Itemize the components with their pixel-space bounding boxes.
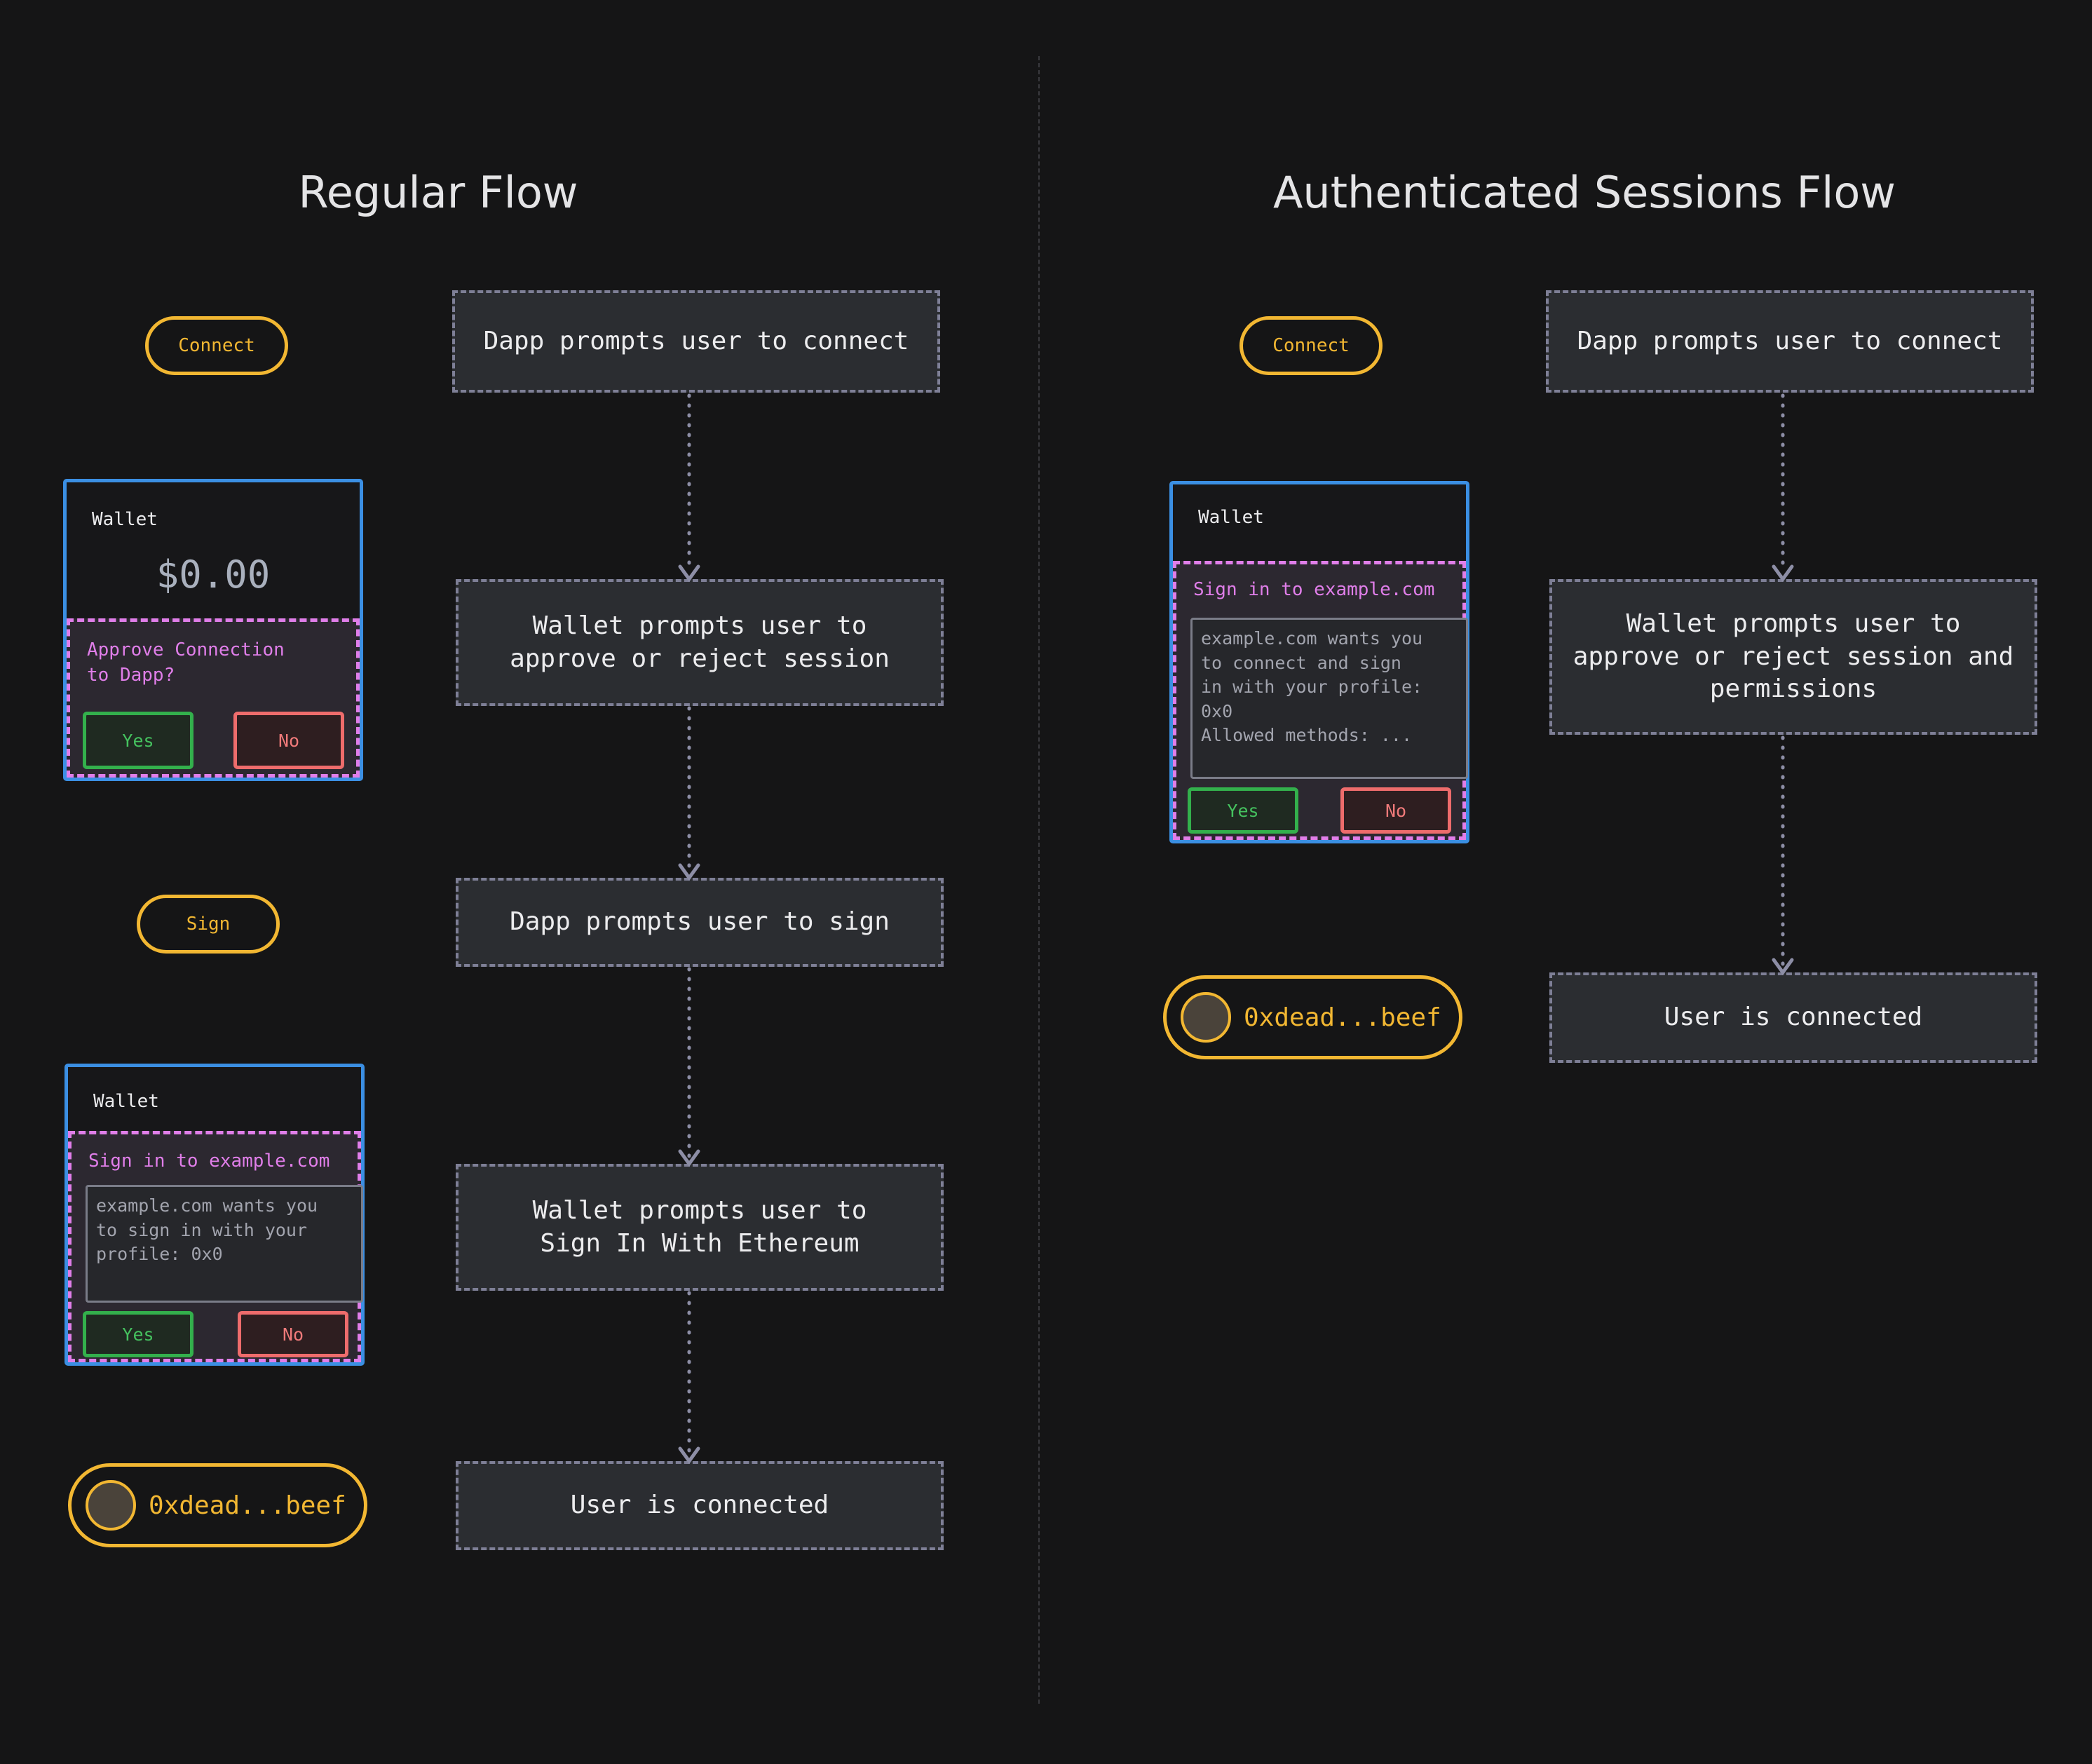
- step-wallet-siwe: Wallet prompts user to Sign In With Ethe…: [456, 1164, 944, 1291]
- arrow-head-icon: [678, 863, 700, 881]
- no-button[interactable]: No: [1340, 787, 1451, 834]
- step-user-connected: User is connected: [1549, 972, 2037, 1063]
- sign-in-title: Sign in to example.com: [88, 1151, 330, 1172]
- wallet-header: Wallet: [92, 509, 158, 530]
- sign-in-prompt: Sign in to example.com example.com wants…: [68, 1131, 363, 1362]
- avatar-circle-icon: [1181, 992, 1231, 1043]
- connected-account[interactable]: 0xdead...beef: [1163, 975, 1462, 1059]
- yes-button[interactable]: Yes: [1188, 787, 1298, 834]
- yes-button[interactable]: Yes: [83, 712, 193, 769]
- connect-button[interactable]: Connect: [145, 316, 288, 375]
- step-wallet-approve-session-permissions: Wallet prompts user to approve or reject…: [1549, 579, 2037, 735]
- step-user-connected: User is connected: [456, 1461, 944, 1550]
- arrow-head-icon: [678, 564, 700, 583]
- arrow-head-icon: [1772, 564, 1794, 583]
- wallet-header: Wallet: [93, 1091, 159, 1112]
- wallet-sign-in: Wallet Sign in to example.com example.co…: [64, 1064, 365, 1366]
- arrow-head-icon: [678, 1149, 700, 1167]
- auth-sign-in-title: Sign in to example.com: [1193, 579, 1435, 600]
- account-address: 0xdead...beef: [1244, 1003, 1441, 1032]
- step-wallet-approve-session: Wallet prompts user to approve or reject…: [456, 579, 944, 706]
- approve-connection-text: Approve Connection to Dapp?: [87, 639, 285, 686]
- connected-account[interactable]: 0xdead...beef: [68, 1463, 367, 1547]
- step-dapp-prompts-connect: Dapp prompts user to connect: [1546, 290, 2034, 393]
- sign-in-message: example.com wants you to sign in with yo…: [86, 1185, 363, 1303]
- column-divider: [1038, 56, 1040, 1704]
- wallet-balance: $0.00: [156, 552, 271, 597]
- wallet-approve-connection: Wallet $0.00 Approve Connection to Dapp?…: [63, 479, 363, 781]
- no-button[interactable]: No: [238, 1311, 348, 1357]
- no-button[interactable]: No: [233, 712, 344, 769]
- account-address: 0xdead...beef: [149, 1491, 346, 1520]
- avatar-circle-icon: [86, 1480, 136, 1531]
- wallet-header: Wallet: [1198, 507, 1264, 528]
- arrow-head-icon: [678, 1446, 700, 1465]
- arrow-head-icon: [1772, 958, 1794, 976]
- connect-button[interactable]: Connect: [1239, 316, 1383, 375]
- wallet-auth-sign-in: Wallet Sign in to example.com example.co…: [1169, 481, 1469, 843]
- authenticated-flow-title: Authenticated Sessions Flow: [1273, 167, 1896, 218]
- step-dapp-prompts-connect: Dapp prompts user to connect: [452, 290, 940, 393]
- regular-flow-title: Regular Flow: [298, 167, 578, 218]
- step-dapp-prompts-sign: Dapp prompts user to sign: [456, 878, 944, 967]
- auth-sign-in-message: example.com wants you to connect and sig…: [1190, 618, 1468, 779]
- auth-sign-in-prompt: Sign in to example.com example.com wants…: [1173, 561, 1468, 840]
- sign-button[interactable]: Sign: [137, 895, 280, 954]
- approve-connection-prompt: Approve Connection to Dapp? Yes No: [67, 618, 360, 778]
- yes-button[interactable]: Yes: [83, 1311, 193, 1357]
